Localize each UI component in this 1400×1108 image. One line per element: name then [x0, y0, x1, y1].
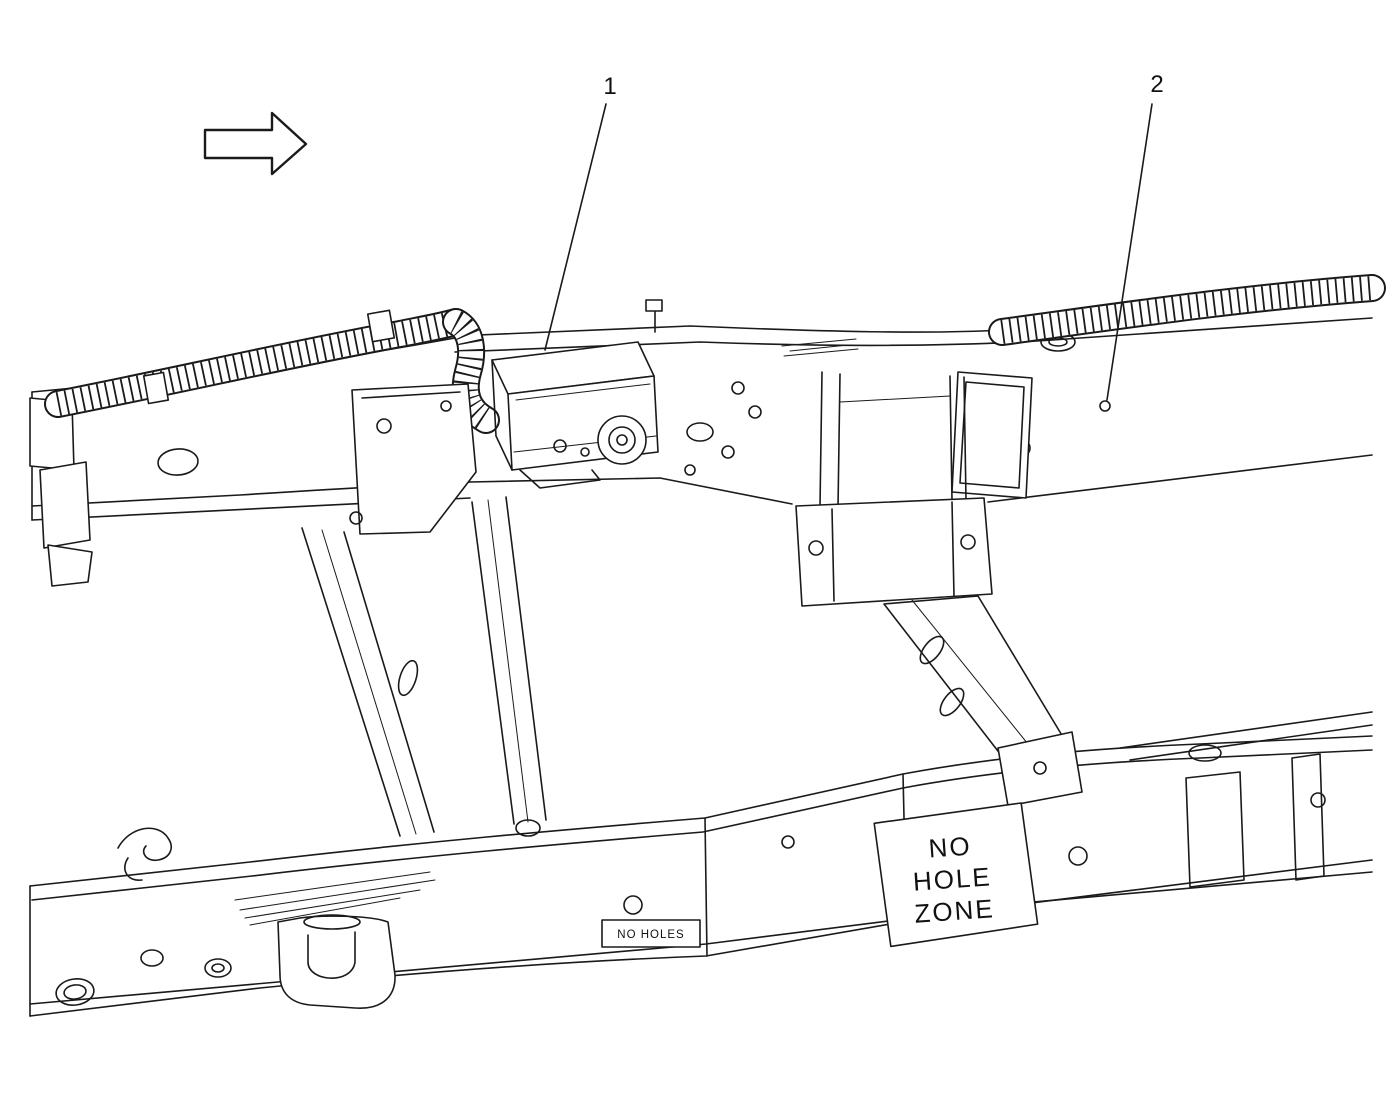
- wiring-harness-right: [988, 274, 1386, 346]
- no-holes-label: NO HOLES: [601, 895, 701, 948]
- harness-clip: [142, 371, 170, 405]
- module-item-1: [491, 299, 663, 489]
- callout-2: 2: [1099, 71, 1164, 412]
- no-hole-zone-plate: [873, 802, 1039, 948]
- upper-frame-rail: [29, 299, 1373, 587]
- gusset-plate: [351, 383, 477, 535]
- no-hole-zone-label: NO HOLE ZONE: [873, 802, 1039, 948]
- rear-crossmember: [795, 371, 1083, 807]
- harness-clip: [366, 309, 396, 343]
- rail-plate: [951, 371, 1033, 499]
- rail-slot-hole: [157, 448, 199, 476]
- no-hole-zone-line3: ZONE: [913, 893, 995, 929]
- crossmember-foot: [997, 731, 1083, 807]
- callout-1-leader: [544, 103, 607, 351]
- rail-rect-hole: [1185, 771, 1245, 888]
- no-holes-text: NO HOLES: [617, 929, 684, 941]
- direction-arrow-icon: [203, 111, 308, 176]
- no-hole-zone-line2: HOLE: [912, 861, 993, 896]
- tow-hook: [117, 827, 172, 862]
- spring-hanger-bracket: [277, 914, 396, 1009]
- stamp-marks: [781, 338, 859, 357]
- callout-2-target-hole: [1099, 400, 1111, 412]
- center-support-legs: [301, 383, 547, 837]
- callout-1: 1: [544, 73, 617, 351]
- module-connector: [597, 415, 647, 465]
- callout-2-number: 2: [1150, 71, 1163, 98]
- crossmember-bracket: [795, 497, 993, 607]
- callout-2-leader: [1106, 103, 1153, 401]
- no-holes-plate: [601, 919, 701, 948]
- no-holes-hole: [623, 895, 643, 915]
- no-hole-zone-line1: NO: [928, 831, 973, 864]
- wiring-harness-left: [44, 308, 500, 434]
- shading-streaks: [234, 871, 436, 926]
- callout-1-number: 1: [603, 73, 616, 100]
- lower-frame-rail: [29, 711, 1373, 1017]
